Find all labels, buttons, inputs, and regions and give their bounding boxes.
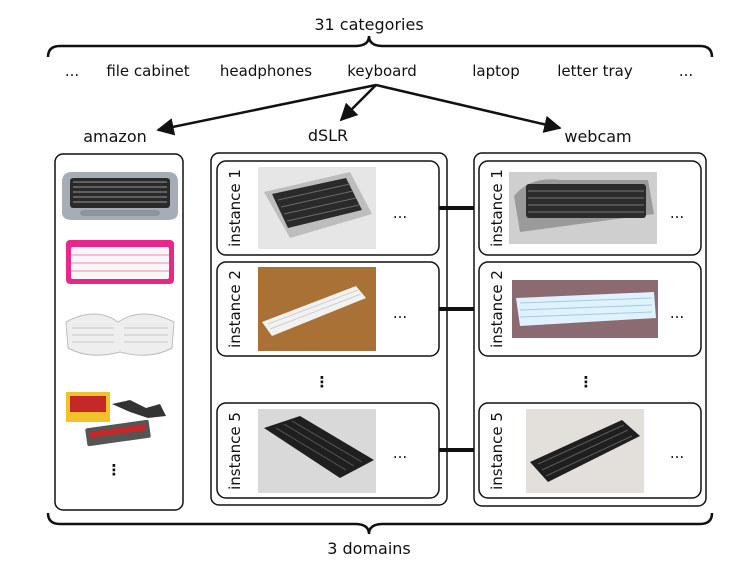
domain-label-dslr: dSLR: [308, 126, 348, 145]
amazon-keyboard-image-4: [66, 392, 166, 447]
amazon-keyboard-image-1: [62, 172, 178, 220]
dslr-instance-5: instance 5 ...: [216, 402, 440, 499]
bottom-brace: [46, 512, 714, 535]
top-brace: [46, 35, 714, 58]
webcam-instance-2-ellipsis: ...: [670, 304, 684, 322]
dslr-instance-5-ellipsis: ...: [393, 444, 407, 462]
webcam-instance-5: instance 5 ...: [478, 402, 702, 499]
webcam-instance-1-ellipsis: ...: [670, 204, 684, 222]
webcam-instance-1-label: instance 1: [488, 169, 506, 247]
amazon-keyboard-image-2: [66, 240, 174, 284]
dslr-instance-1-ellipsis: ...: [393, 204, 407, 222]
categories-count-label: 31 categories: [314, 15, 423, 34]
category-ellipsis-right: ...: [679, 62, 693, 80]
category-keyboard: keyboard: [347, 62, 417, 80]
dslr-photo-1: [258, 167, 376, 249]
webcam-instance-2: instance 2 ...: [478, 261, 702, 357]
webcam-photo-1: [509, 172, 657, 244]
webcam-instance-2-label: instance 2: [488, 270, 506, 348]
dslr-panel: [210, 152, 448, 506]
dslr-photo-2: [258, 267, 376, 351]
category-letter-tray: letter tray: [557, 62, 633, 80]
dslr-more-instances: ⋮: [315, 373, 330, 391]
webcam-instance-5-ellipsis: ...: [670, 444, 684, 462]
domain-label-webcam: webcam: [564, 127, 631, 146]
domain-arrows: [156, 83, 562, 136]
domains-count-label: 3 domains: [327, 539, 411, 558]
dslr-instance-2-label: instance 2: [226, 270, 244, 348]
domain-label-amazon: amazon: [83, 127, 147, 146]
category-laptop: laptop: [472, 62, 519, 80]
dslr-photo-5: [258, 409, 376, 493]
dslr-instance-5-label: instance 5: [226, 412, 244, 490]
webcam-photo-2: [512, 280, 658, 338]
dslr-instance-2: instance 2 ...: [216, 261, 440, 357]
instance-correspondence-lines: [439, 206, 474, 452]
amazon-panel: [54, 153, 184, 511]
category-ellipsis-left: ...: [65, 62, 79, 80]
amazon-keyboard-image-3: [65, 313, 175, 356]
category-headphones: headphones: [220, 62, 312, 80]
dslr-instance-1: instance 1 ...: [216, 160, 440, 256]
dslr-instance-2-ellipsis: ...: [393, 304, 407, 322]
webcam-panel: [473, 152, 707, 507]
category-file-cabinet: file cabinet: [106, 62, 189, 80]
webcam-more-instances: ⋮: [579, 373, 594, 391]
webcam-photo-5: [526, 409, 644, 493]
dslr-instance-1-label: instance 1: [226, 169, 244, 247]
amazon-more-indicator: ⋮: [107, 461, 122, 479]
webcam-instance-1: instance 1 ...: [478, 160, 702, 256]
webcam-instance-5-label: instance 5: [488, 412, 506, 490]
